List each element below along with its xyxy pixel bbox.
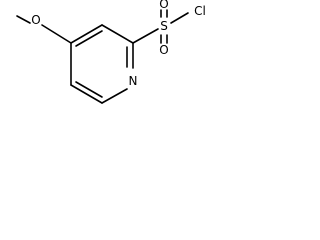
c3-c2-bond	[101, 24, 134, 44]
chlorine-label: Cl	[194, 4, 206, 18]
c4-c3-inner-bond	[75, 30, 103, 47]
sulfur-label: S	[160, 19, 168, 33]
ring-nitrogen-label: N	[129, 74, 138, 88]
s-cl-bond	[170, 12, 189, 24]
methoxy-oxygen-label: O	[31, 13, 40, 27]
methyl-o-bond	[16, 15, 31, 24]
chemical-structure-diagram: O N S O O Cl	[16, 0, 206, 104]
c6-c5-bond	[70, 84, 103, 104]
c4-c3-bond	[70, 24, 103, 44]
o-c4-bond	[41, 24, 72, 44]
n-c6-bond	[101, 88, 128, 104]
sulfonyl-oxygen-top-label: O	[159, 0, 168, 11]
c6-c5-inner-bond	[75, 81, 103, 98]
sulfonyl-oxygen-bottom-label: O	[159, 43, 168, 57]
c2-s-bond	[132, 28, 159, 44]
